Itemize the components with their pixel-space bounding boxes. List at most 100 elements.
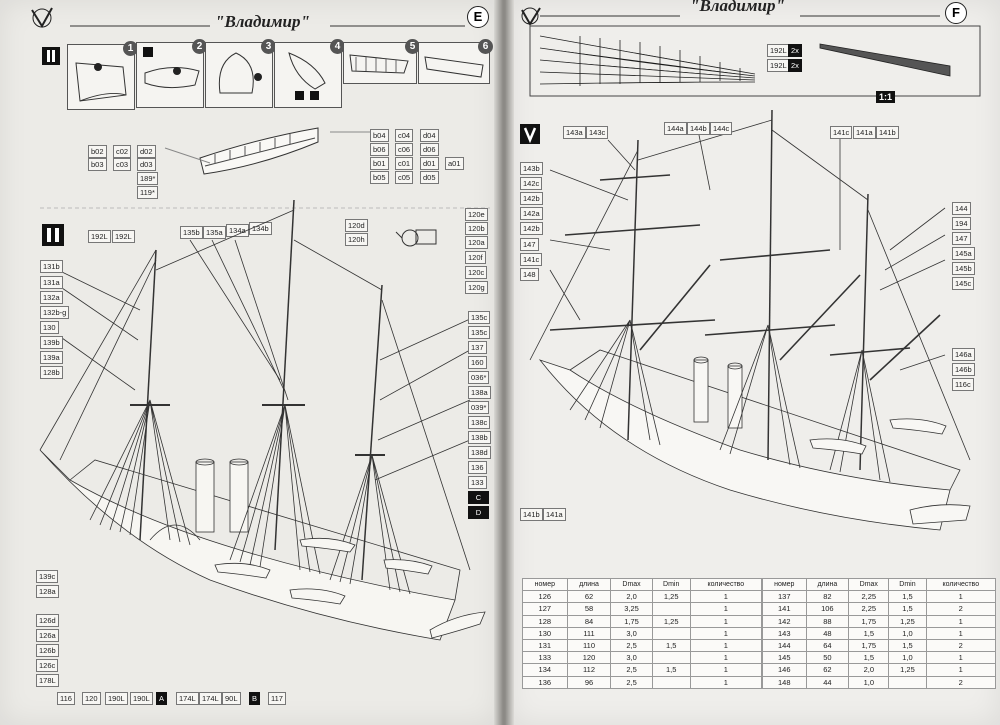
callout-label: 146b: [952, 363, 975, 376]
table-cell: 84: [566, 614, 612, 628]
callout-label: 135c: [468, 326, 491, 339]
model-title: "Владимир": [690, 0, 785, 15]
callout-label: 178L: [36, 674, 59, 687]
table-cell: 1: [925, 663, 997, 677]
table-cell: 2,0: [848, 663, 890, 677]
callout-label: 144a: [664, 122, 687, 135]
table-cell: 1,5: [651, 663, 691, 677]
table-cell: 82: [805, 590, 850, 604]
table-cell: 146: [762, 663, 807, 677]
step-3-box: 3: [205, 39, 276, 108]
column-header: длина: [566, 577, 612, 592]
table-header-row: номер длина Dmax Dmin количество: [762, 577, 997, 592]
table-cell: 50: [805, 651, 850, 665]
column-header: Dmax: [848, 577, 890, 592]
table-cell: 134: [522, 663, 568, 677]
table-cell: 1: [689, 590, 763, 604]
callout-label: 116c: [952, 378, 974, 391]
callout-label: 120d: [345, 219, 368, 232]
callout-label: 131a: [40, 276, 63, 289]
table-cell: 2: [925, 638, 997, 653]
table-cell: 88: [805, 614, 850, 628]
table-cell: 1,5: [848, 626, 890, 640]
callout-label: 138b: [468, 431, 491, 444]
callout-label: b02: [88, 145, 107, 158]
step-2-box: 2: [136, 39, 207, 108]
book-spine: [494, 0, 514, 725]
table-cell: 1,75: [848, 638, 890, 653]
step-1-drawing: [75, 62, 127, 102]
callout-label: 146a: [952, 348, 975, 361]
callout-label: 192L: [767, 59, 790, 72]
column-header: количество: [689, 577, 763, 592]
callout-label: 174L: [199, 692, 222, 705]
callout-label: 039*: [468, 401, 490, 414]
table-cell: 2,5: [610, 638, 653, 653]
table-cell: [651, 602, 691, 616]
table-cell: 1: [925, 626, 997, 640]
callout-label: 138c: [468, 416, 491, 429]
callout-label: 128b: [40, 366, 63, 379]
table-cell: 127: [522, 602, 568, 616]
callout-label: d03: [137, 158, 156, 171]
callout-label: 139a: [40, 351, 63, 364]
table-cell: 2,25: [848, 590, 890, 604]
section-k-marker: [42, 45, 60, 71]
callout-label: 126c: [36, 659, 59, 672]
callout-label: 190L: [130, 692, 153, 705]
table-cell: 1: [689, 651, 763, 665]
callout-label: 133: [468, 476, 487, 489]
callout-label: 138d: [468, 446, 491, 459]
table-cell: 62: [805, 663, 850, 677]
callout-label: 134b: [249, 222, 272, 235]
table-cell: 1: [689, 614, 763, 628]
table-cell: 1: [689, 602, 763, 616]
callout-label: 143c: [586, 126, 609, 139]
callout-label: 136: [468, 461, 487, 474]
callout-label: 144b: [687, 122, 710, 135]
section-ii-icon: [42, 224, 64, 246]
callout-label: 145a: [952, 247, 975, 260]
step-number: 5: [405, 39, 420, 54]
title-rule: [540, 15, 940, 17]
callout-label: 139b: [40, 336, 63, 349]
step-4-drawing: [288, 52, 326, 100]
table-cell: 143: [762, 626, 807, 640]
callout-label: 148: [520, 268, 539, 281]
table-cell: 62: [566, 590, 612, 604]
table-cell: 3,0: [610, 626, 653, 640]
table-cell: 1,5: [888, 638, 927, 653]
instruction-page-e: "Владимир" E 1 2 3 4 5 6 b02 c02 d02: [0, 0, 498, 725]
callout-label: 120b: [465, 222, 488, 235]
column-header: Dmax: [610, 577, 653, 592]
step-3-drawing: [218, 52, 262, 94]
table-cell: 1,5: [888, 590, 927, 604]
table-cell: 1: [689, 626, 763, 640]
step-2-drawing: [143, 47, 200, 89]
table-cell: 137: [762, 590, 807, 604]
table-cell: 1,0: [848, 675, 890, 689]
table-cell: 1,25: [651, 614, 691, 628]
callout-label: 135b: [180, 226, 203, 239]
column-header: количество: [925, 577, 997, 592]
callout-label: c03: [113, 158, 132, 171]
table-cell: 2: [925, 602, 997, 616]
table-cell: 64: [805, 638, 850, 653]
callout-label: 036*: [468, 371, 490, 384]
callout-label: 141a: [853, 126, 876, 139]
callout-label: 147: [520, 238, 539, 251]
callout-label: 142b: [520, 222, 543, 235]
table-cell: 126: [522, 590, 568, 604]
callout-label: 135a: [203, 226, 226, 239]
table-cell: 133: [522, 651, 568, 665]
table-cell: 1,75: [848, 614, 890, 628]
step-number: 1: [123, 41, 138, 56]
table-cell: 1,0: [888, 651, 927, 665]
callout-label: d04: [420, 129, 439, 142]
callout-label: 143a: [563, 126, 586, 139]
